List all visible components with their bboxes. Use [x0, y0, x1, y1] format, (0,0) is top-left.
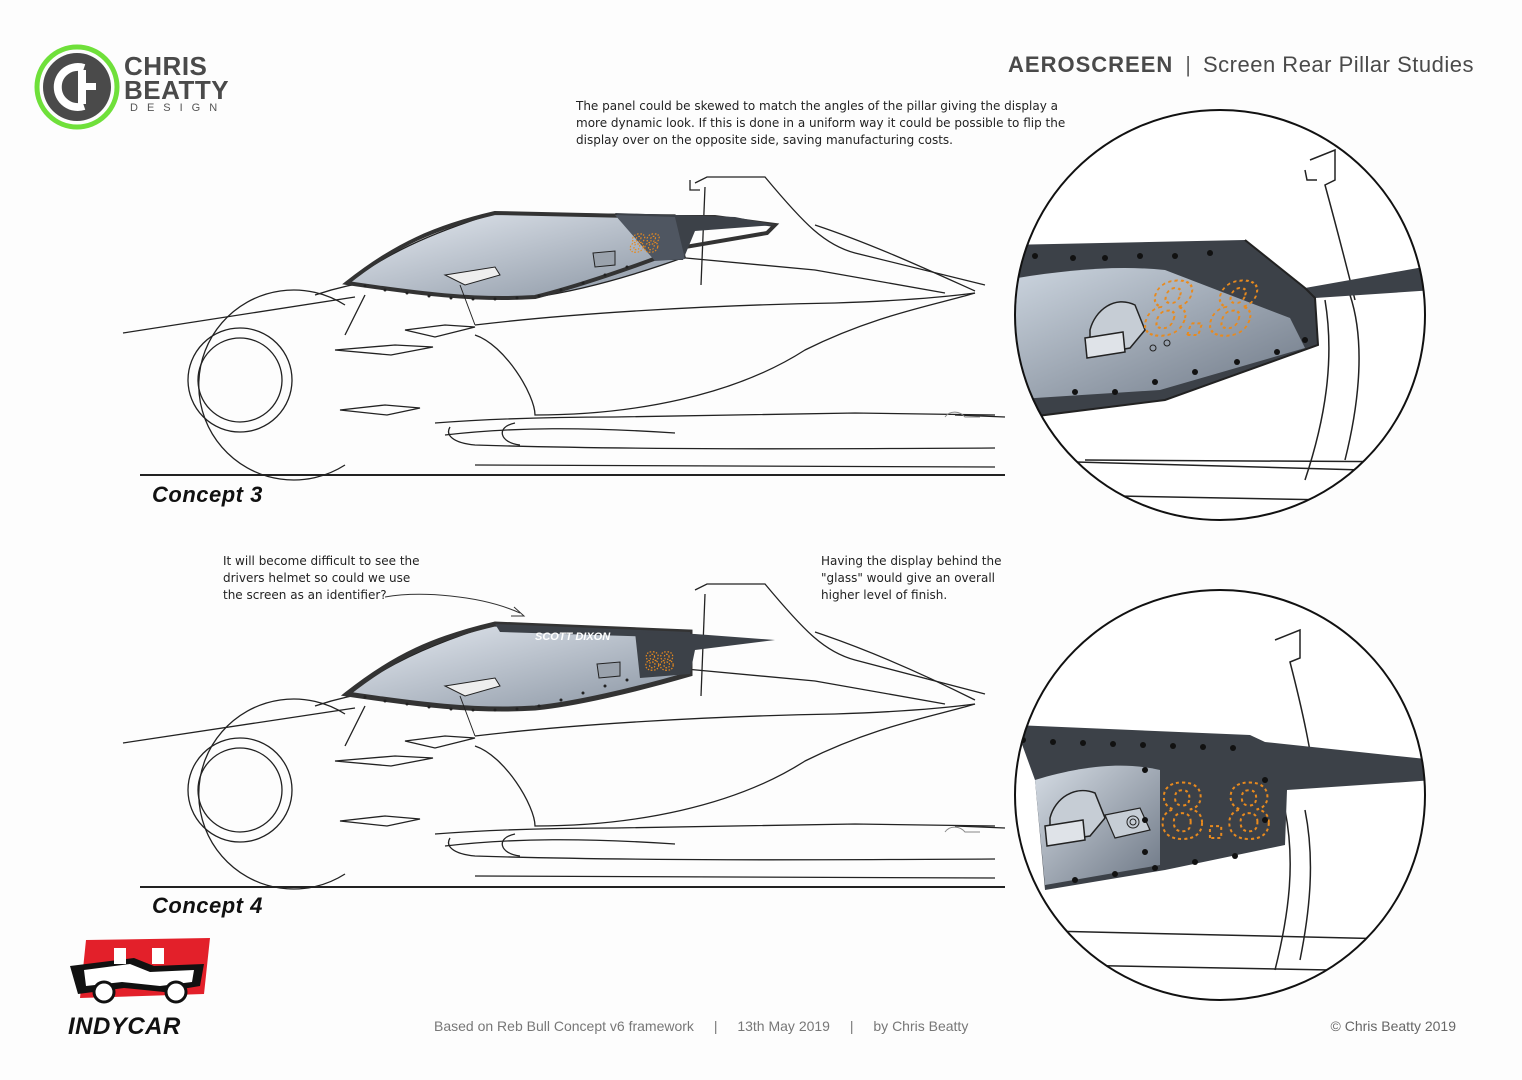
svg-text:88: 88 — [627, 228, 662, 258]
note-line: It will become difficult to see the — [223, 554, 420, 568]
footer-framework: Based on Reb Bull Concept v6 framework — [434, 1018, 694, 1034]
concept-4-label: Concept 4 — [152, 893, 263, 918]
indycar-wordmark: INDYCAR — [68, 1013, 181, 1040]
footer-credits: Based on Reb Bull Concept v6 framework |… — [434, 1018, 968, 1034]
footer-separator: | — [849, 1018, 854, 1034]
note-line: more dynamic look. If this is done in a … — [576, 116, 1066, 130]
indycar-car-icon — [70, 938, 210, 1004]
cb-monogram-icon — [34, 44, 120, 130]
car-side-view-concept-3: 88 — [122, 176, 1006, 481]
driver-name-label: SCOTT DIXON — [535, 631, 611, 643]
footer-author: by Chris Beatty — [873, 1018, 969, 1034]
zoom-detail-concept-4: 8.8 — [1014, 589, 1426, 1001]
note-line: display over on the opposite side, savin… — [576, 133, 953, 147]
segment-display-concept-3: 88 — [627, 228, 663, 259]
title-subtitle: Screen Rear Pillar Studies — [1202, 52, 1474, 77]
note-line: higher level of finish. — [821, 588, 948, 602]
brand-line-2: BEATTY — [124, 75, 230, 105]
note-line: The panel could be skewed to match the a… — [576, 99, 1058, 113]
car-side-view-concept-4: SCOTT DIXON 88 — [122, 583, 1006, 890]
page-title: AEROSCREEN | Screen Rear Pillar Studies — [1008, 52, 1474, 78]
note-driver-identifier: It will become difficult to see the driv… — [223, 553, 420, 604]
note-line: the screen as an identifier? — [223, 588, 387, 602]
note-line: drivers helmet so could we use — [223, 571, 411, 585]
brand-line-1: CHRIS — [124, 51, 208, 81]
title-separator: | — [1185, 52, 1191, 77]
svg-text:8.8: 8.8 — [1160, 766, 1271, 855]
title-main: AEROSCREEN — [1008, 52, 1174, 77]
annotation-arrow — [384, 593, 526, 617]
svg-text:88: 88 — [645, 646, 674, 676]
footer-date: 13th May 2019 — [737, 1018, 830, 1034]
brand-wordmark: CHRIS BEATTY DESIGN — [124, 51, 230, 114]
note-line: "glass" would give an overall — [821, 571, 995, 585]
zoom-detail-concept-3: 8.8 — [1014, 109, 1426, 521]
concept-3-label: Concept 3 — [152, 482, 263, 507]
copyright-notice: © Chris Beatty 2019 — [1330, 1018, 1457, 1034]
footer-separator: | — [713, 1018, 718, 1034]
note-behind-glass: Having the display behind the "glass" wo… — [821, 553, 1001, 604]
note-skewed-panel: The panel could be skewed to match the a… — [576, 98, 1065, 149]
brand-line-3: DESIGN — [130, 102, 227, 114]
note-line: Having the display behind the — [821, 554, 1002, 568]
